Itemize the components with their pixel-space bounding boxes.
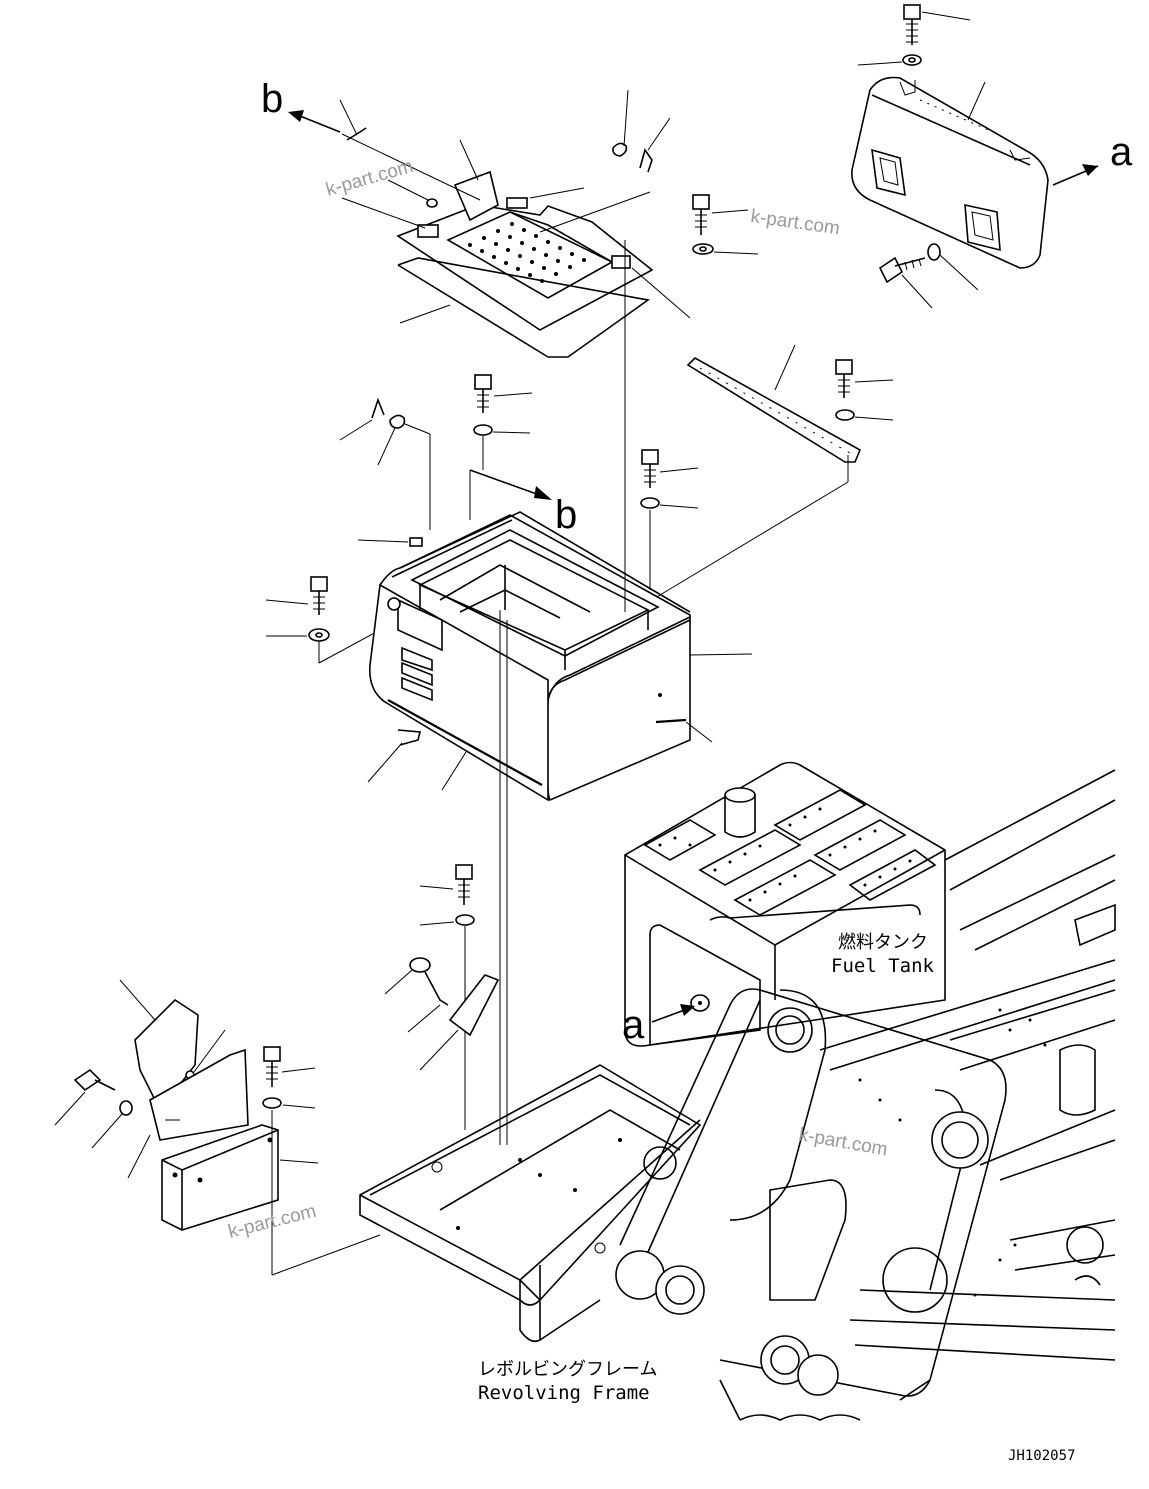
- fuel-tank-label-en: Fuel Tank: [831, 955, 935, 977]
- watermark: k-part.com: [324, 156, 416, 201]
- lid-assembly: [288, 89, 759, 358]
- revolving-frame-label-jp: レボルビングフレーム: [478, 1359, 657, 1380]
- ref-mark-b-top: b: [261, 77, 283, 121]
- battery-box: [367, 240, 753, 1145]
- tool-box-assembly: [54, 979, 381, 1276]
- annotations: b a b a 燃料タンク Fuel Tank レボルビングフレーム Revol…: [261, 77, 1133, 1464]
- watermark: k-part.com: [797, 1124, 889, 1160]
- ref-mark-a-lower: a: [622, 1003, 645, 1047]
- revolving-frame-label-en: Revolving Frame: [478, 1382, 650, 1404]
- ref-mark-b-middle: b: [555, 493, 577, 537]
- right-cover-assembly: [851, 4, 1099, 309]
- ref-mark-a-top: a: [1110, 130, 1133, 174]
- watermark: k-part.com: [749, 206, 841, 239]
- tank-plate-dots: [658, 807, 912, 902]
- box-fasteners: [265, 374, 552, 664]
- drawing-code: JH102057: [1008, 1448, 1075, 1464]
- fuel-tank-label-jp: 燃料タンク: [838, 932, 928, 953]
- revolving-frame: [359, 769, 1116, 1421]
- bracket-fasteners-center: [384, 864, 500, 1130]
- lid-perforations: [468, 222, 586, 283]
- strap-assembly: [640, 344, 894, 599]
- fuel-tank: [624, 761, 946, 1047]
